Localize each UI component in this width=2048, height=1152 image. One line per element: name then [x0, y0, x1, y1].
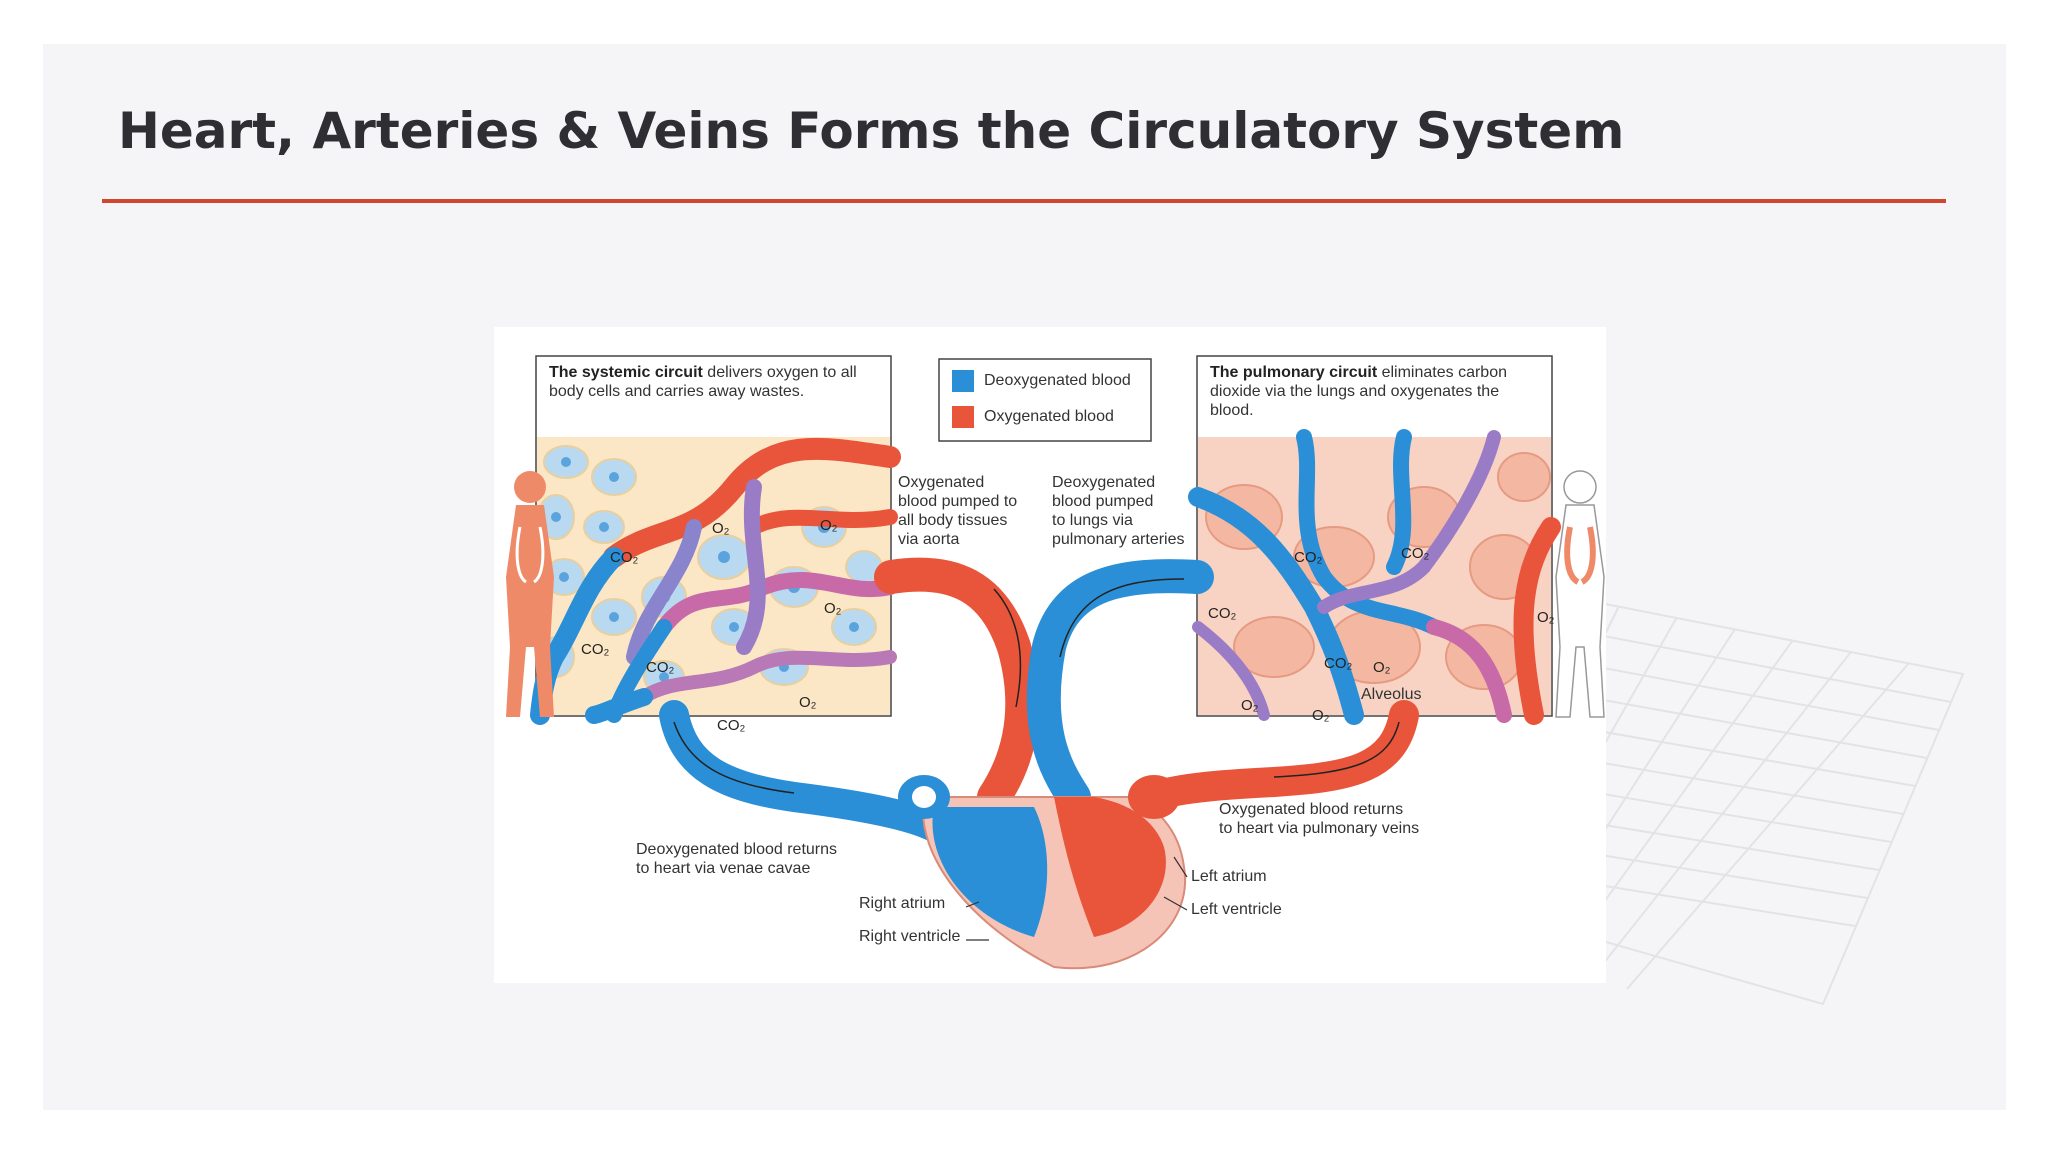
- co2-label: CO₂: [1294, 549, 1323, 566]
- heart: [898, 775, 1187, 970]
- aorta: [874, 557, 1040, 814]
- legend-label-deoxygenated: Deoxygenated blood: [984, 372, 1131, 389]
- o2-label: O₂: [820, 517, 838, 534]
- co2-label: CO₂: [717, 717, 746, 734]
- left-ventricle-label: Left ventricle: [1191, 901, 1282, 918]
- o2-label: O₂: [712, 520, 730, 537]
- human-figure-right: [1555, 470, 1605, 718]
- title-divider: [102, 199, 1946, 203]
- right-ventricle-label: Right ventricle: [859, 928, 961, 945]
- co2-label: CO₂: [1208, 605, 1237, 622]
- co2-label: CO₂: [610, 549, 639, 566]
- co2-label: CO₂: [581, 641, 610, 658]
- right-atrium-label: Right atrium: [859, 895, 946, 912]
- co2-label: CO₂: [1324, 655, 1353, 672]
- legend-swatch-oxygenated: [952, 406, 974, 428]
- o2-label: O₂: [1373, 659, 1391, 676]
- o2-label: O₂: [1241, 697, 1259, 714]
- legend-box: [938, 358, 1152, 442]
- main-vessels: [659, 557, 1419, 842]
- systemic-capillaries: [530, 437, 901, 725]
- pulmonary-circuit-caption: The pulmonary circuit eliminates carbon …: [1210, 364, 1507, 419]
- alveolus-label: Alveolus: [1361, 686, 1422, 703]
- slide: Heart, Arteries & Veins Forms the Circul…: [43, 44, 2006, 1110]
- left-atrium-label: Left atrium: [1191, 868, 1267, 885]
- pulmonary-capillaries: [1188, 429, 1561, 725]
- legend-label-oxygenated: Oxygenated blood: [984, 408, 1114, 425]
- co2-label: CO₂: [646, 659, 675, 676]
- pulmonary-arteries: [1026, 559, 1214, 814]
- systemic-circuit-caption: The systemic circuit delivers oxygen to …: [549, 364, 857, 400]
- diagram-illustration: [506, 355, 1605, 970]
- o2-label: O₂: [1312, 707, 1330, 724]
- co2-label: CO₂: [1401, 545, 1430, 562]
- venae-cavae: [659, 700, 949, 842]
- pulmonary-veins: [1139, 700, 1419, 812]
- slide-title: Heart, Arteries & Veins Forms the Circul…: [118, 102, 1625, 160]
- o2-label: O₂: [824, 600, 842, 617]
- o2-label: O₂: [799, 694, 817, 711]
- circulatory-system-diagram: Deoxygenated blood Oxygenated blood The …: [494, 327, 1606, 983]
- o2-label: O₂: [1537, 609, 1555, 626]
- legend-swatch-deoxygenated: [952, 370, 974, 392]
